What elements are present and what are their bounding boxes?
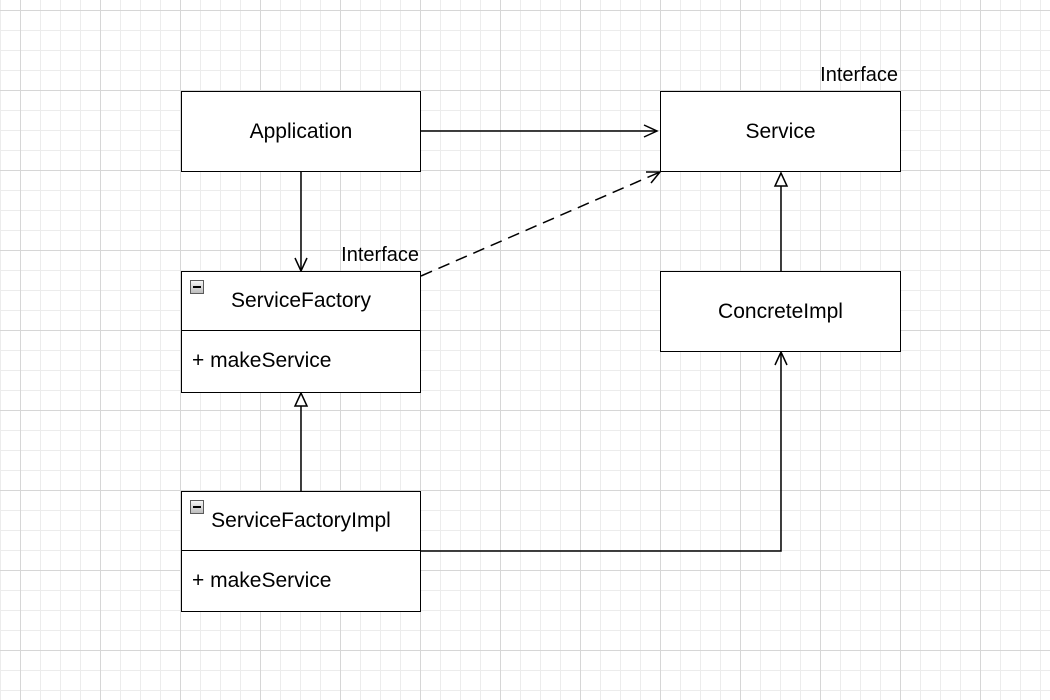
edge-application-to-service xyxy=(421,124,659,138)
edge-servicefactory-to-service-dashed xyxy=(420,171,662,277)
node-title: Application xyxy=(249,119,353,143)
node-title: ConcreteImpl xyxy=(718,299,843,323)
collapse-icon[interactable] xyxy=(190,500,204,514)
edge-concreteimpl-inherits-service xyxy=(773,171,789,271)
node-title: Service xyxy=(745,119,816,143)
collapse-icon[interactable] xyxy=(190,280,204,294)
node-servicefactory[interactable]: ServiceFactory + makeService xyxy=(181,271,421,393)
stereotype-label: Interface xyxy=(820,64,898,86)
class-name: ServiceFactoryImpl xyxy=(182,492,420,551)
node-concreteimpl[interactable]: ConcreteImpl xyxy=(660,271,901,352)
class-name: ServiceFactory xyxy=(182,272,420,331)
node-application[interactable]: Application xyxy=(181,91,421,172)
stereotype-label: Interface xyxy=(341,244,419,266)
node-service[interactable]: Service xyxy=(660,91,901,172)
edge-servicefactoryimpl-to-concreteimpl xyxy=(421,350,788,552)
edge-application-to-servicefactory xyxy=(294,172,308,273)
class-method: + makeService xyxy=(192,568,332,592)
node-servicefactoryimpl[interactable]: ServiceFactoryImpl + makeService xyxy=(181,491,421,612)
edge-servicefactoryimpl-inherits-servicefactory xyxy=(293,391,309,491)
class-method: + makeService xyxy=(192,349,332,372)
